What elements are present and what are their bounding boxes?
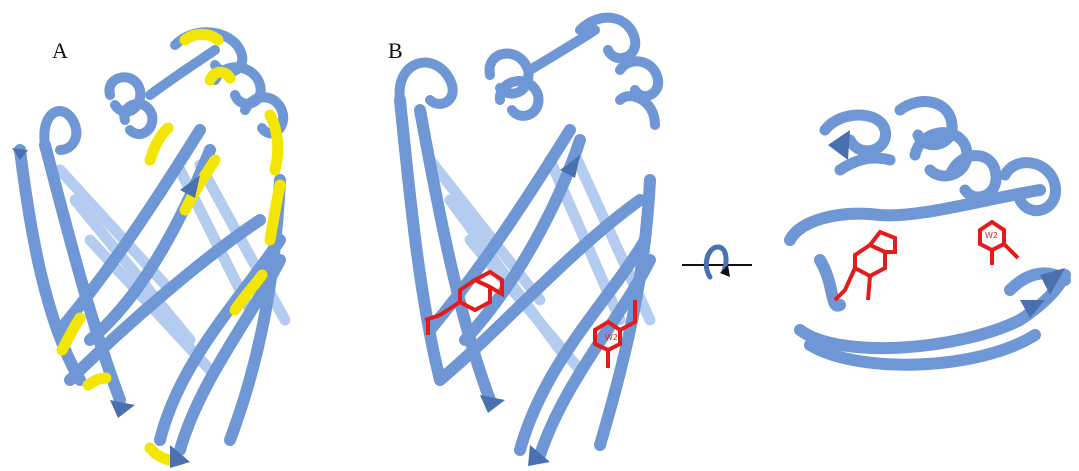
protein-ribbon-top-red: W2 <box>780 0 1079 471</box>
ligand-tag-top: W2 <box>985 231 998 240</box>
protein-ribbon-front-yellow <box>0 0 330 471</box>
helix-loop-region-b <box>400 18 659 125</box>
panel-a: A <box>0 0 330 471</box>
protein-ribbon-front-red: W2 <box>380 0 680 471</box>
rotation-symbol <box>680 235 760 295</box>
ligand-tag-b: W2 <box>605 333 618 342</box>
barrel-top-ring <box>790 190 1065 365</box>
panel-b: B <box>380 0 680 471</box>
rotation-axis-icon <box>680 235 760 295</box>
panel-top-view: W2 <box>780 0 1079 471</box>
